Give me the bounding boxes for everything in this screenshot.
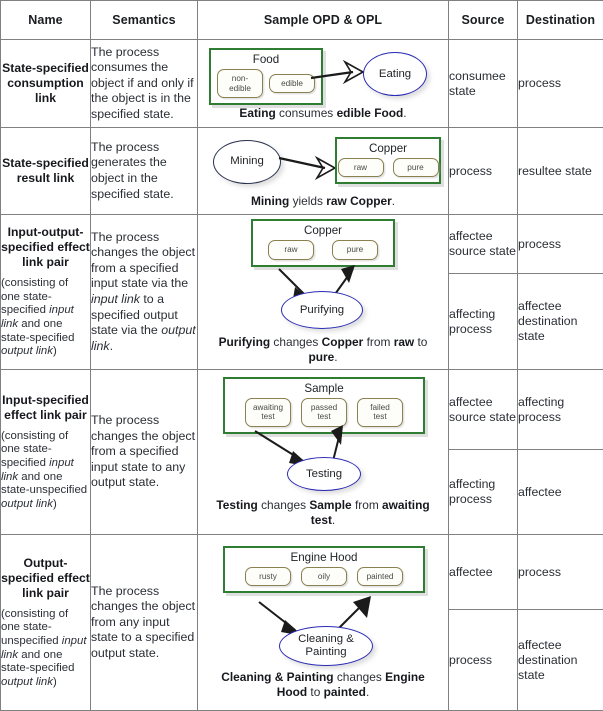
semantics-cell: The process changes the object from a sp… (91, 215, 198, 370)
process-ellipse: Eating (363, 52, 427, 96)
process-ellipse: Testing (287, 457, 361, 491)
column-header-semantics: Semantics (91, 1, 198, 40)
opl-sentence: Mining yields raw Copper. (251, 194, 395, 209)
destination-text: process (518, 565, 561, 579)
destination-cell: resultee state (518, 128, 603, 215)
destination-cell: affectee destination state (518, 610, 603, 711)
destination-text: affecting process (518, 395, 564, 424)
opd-diagram: Copper raw pure Purifying (198, 219, 448, 364)
column-header-destination: Destination (518, 1, 603, 40)
semantics-cell: The process generates the object in the … (91, 128, 198, 215)
opl-sentence: Purifying changes Copper from raw to pur… (209, 335, 437, 364)
semantics-text: The process changes the object from a sp… (91, 413, 197, 491)
destination-text: process (518, 237, 561, 251)
opl-sentence: Eating consumes edible Food. (239, 106, 406, 121)
semantics-cell: The process consumes the object if and o… (91, 40, 198, 128)
opd-opl-cell: Copper raw pure Purifying (198, 215, 449, 370)
link-type-name-cell: Input-output-specified effect link pair … (1, 215, 91, 370)
destination-cell: process (518, 40, 603, 128)
semantics-text: The process changes the object from any … (91, 584, 197, 662)
opd-opl-cell: Engine Hood rusty oily painted (198, 535, 449, 711)
source-cell: consumee state (449, 40, 518, 128)
source-text: process (449, 164, 492, 178)
link-type-note: (consisting of one state-specified input… (1, 430, 90, 512)
semantics-text: The process changes the object from a sp… (91, 230, 197, 355)
source-text: consumee state (449, 69, 506, 98)
link-type-name-cell: State-specified consumption link (1, 40, 91, 128)
destination-text: affectee destination state (518, 638, 577, 682)
diagram-cleaning-painting-engine-hood: Engine Hood rusty oily painted (217, 546, 429, 664)
destination-cell: process (518, 215, 603, 274)
source-cell: affectee source state (449, 215, 518, 274)
source-text: process (449, 653, 492, 667)
table-header: Name Semantics Sample OPD & OPL Source D… (1, 1, 603, 40)
source-text: affectee source state (449, 229, 516, 258)
semantics-cell: The process changes the object from a sp… (91, 370, 198, 535)
destination-cell: affectee destination state (518, 274, 603, 370)
destination-cell: process (518, 535, 603, 610)
state-box: raw (338, 158, 384, 177)
table-row: State-specified result link The process … (1, 128, 603, 215)
link-type-title: Input-specified effect link pair (1, 393, 90, 423)
state-list: raw pure (343, 158, 433, 177)
table-row: State-specified consumption link The pro… (1, 40, 603, 128)
source-text: affecting process (449, 307, 495, 336)
column-header-source: Source (449, 1, 518, 40)
link-type-title: Input-output-specified effect link pair (1, 225, 90, 270)
diagram-food-eating: Food non- edible edible Eating (207, 46, 439, 102)
opd-diagram: Engine Hood rusty oily painted (198, 546, 448, 699)
opd-opl-cell: Mining Copper raw pure (198, 128, 449, 215)
process-ellipse: Cleaning & Painting (279, 626, 373, 666)
destination-text: affectee (518, 485, 562, 499)
semantics-text: The process consumes the object if and o… (91, 45, 197, 123)
opd-diagram: Mining Copper raw pure (198, 134, 448, 209)
destination-text: resultee state (518, 164, 592, 178)
semantics-text: The process generates the object in the … (91, 140, 197, 202)
destination-cell: affecting process (518, 370, 603, 450)
source-text: affecting process (449, 477, 495, 506)
source-cell: affectee (449, 535, 518, 610)
object-box: Copper raw pure (335, 137, 441, 184)
diagram-purifying-copper: Copper raw pure Purifying (223, 219, 423, 329)
destination-text: process (518, 76, 561, 90)
link-type-title: State-specified consumption link (1, 61, 90, 106)
source-cell: process (449, 610, 518, 711)
link-type-name-cell: Input-specified effect link pair (consis… (1, 370, 91, 535)
table-body: State-specified consumption link The pro… (1, 40, 603, 711)
link-type-name-cell: State-specified result link (1, 128, 91, 215)
link-type-title: Output-specified effect link pair (1, 556, 90, 601)
object-name: Copper (343, 142, 433, 156)
source-cell: affectee source state (449, 370, 518, 450)
state-box: pure (393, 158, 439, 177)
source-cell: process (449, 128, 518, 215)
column-header-name: Name (1, 1, 91, 40)
table-row: Output-specified effect link pair (consi… (1, 535, 603, 610)
link-type-note: (consisting of one state-specified input… (1, 277, 90, 359)
table-row: Input-output-specified effect link pair … (1, 215, 603, 274)
link-type-name-cell: Output-specified effect link pair (consi… (1, 535, 91, 711)
opd-opl-cell: Sample awaiting test passed test failed … (198, 370, 449, 535)
opd-opl-cell: Food non- edible edible Eating Eatin (198, 40, 449, 128)
link-type-note: (consisting of one state-unspecified inp… (1, 608, 90, 690)
source-cell: affecting process (449, 450, 518, 535)
destination-cell: affectee (518, 450, 603, 535)
link-type-title: State-specified result link (1, 156, 90, 186)
source-cell: affecting process (449, 274, 518, 370)
opd-diagram: Sample awaiting test passed test failed … (198, 377, 448, 527)
column-header-sample-opd-opl: Sample OPD & OPL (198, 1, 449, 40)
header-row: Name Semantics Sample OPD & OPL Source D… (1, 1, 603, 40)
diagram-mining-copper: Mining Copper raw pure (207, 134, 439, 190)
table-row: Input-specified effect link pair (consis… (1, 370, 603, 450)
opl-sentence: Cleaning & Painting changes Engine Hood … (209, 670, 437, 699)
destination-text: affectee destination state (518, 299, 577, 343)
opl-sentence: Testing changes Sample from awaiting tes… (209, 498, 437, 527)
semantics-cell: The process changes the object from any … (91, 535, 198, 711)
source-text: affectee source state (449, 395, 516, 424)
diagram-testing-sample: Sample awaiting test passed test failed … (217, 377, 429, 492)
opd-diagram: Food non- edible edible Eating Eatin (198, 46, 448, 121)
source-text: affectee (449, 565, 493, 579)
